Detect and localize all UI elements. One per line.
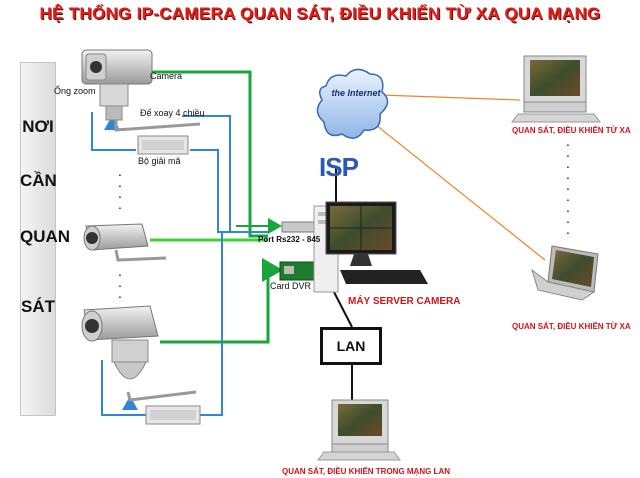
diagram-title: HỆ THỐNG IP-CAMERA QUAN SÁT, ĐIỀU KHIỂN …	[39, 4, 601, 23]
camera-link-lines	[152, 70, 283, 344]
ellipsis-dots: ...	[118, 263, 122, 301]
internet-cloud-icon: the Internet	[316, 68, 389, 139]
internet-label: the Internet	[331, 88, 381, 98]
server-label: MÁY SERVER CAMERA	[348, 296, 461, 307]
side-panel-word-4: SÁT	[21, 297, 55, 316]
desktop-computer-icon	[317, 399, 401, 461]
zoom-label: Ống zoom	[54, 86, 96, 96]
desktop-computer-icon	[511, 55, 601, 123]
card-label: Card DVR	[270, 281, 312, 291]
bullet-camera-icon	[83, 223, 167, 262]
side-panel	[20, 62, 56, 416]
side-panel-word-2: CẦN	[20, 171, 57, 190]
port-connector-icon	[281, 221, 315, 233]
isp-label: ISP	[319, 152, 359, 182]
lan-client-label: QUAN SÁT, ĐIỀU KHIỂN TRONG MẠNG LAN	[282, 467, 450, 476]
dvr-card-icon	[279, 261, 317, 281]
port-label: Port Rs232 - 845	[258, 235, 321, 244]
remote-bottom-label: QUAN SÁT, ĐIỀU KHIỂN TỪ XA	[512, 322, 631, 331]
decoder-label: Bộ giải mã	[138, 156, 181, 166]
decoder-icon	[145, 405, 201, 425]
camera-label: Camera	[150, 71, 183, 81]
ellipsis-dots: .........	[566, 133, 570, 237]
lan-lines	[333, 168, 353, 400]
decoder-icon	[137, 135, 189, 155]
lan-box: LAN	[320, 327, 382, 365]
ellipsis-dots: ....	[118, 163, 122, 212]
ptz-camera-icon	[81, 49, 201, 132]
laptop-icon	[531, 245, 599, 301]
pan-base-label: Đế xoay 4 chiều	[140, 108, 205, 118]
side-panel-word-1: NƠI	[22, 117, 54, 136]
dome-camera-icon	[81, 305, 197, 402]
internet-lines	[375, 94, 546, 261]
server-computer-icon	[313, 201, 428, 293]
remote-top-label: QUAN SÁT, ĐIỀU KHIỂN TỪ XA	[512, 126, 631, 135]
